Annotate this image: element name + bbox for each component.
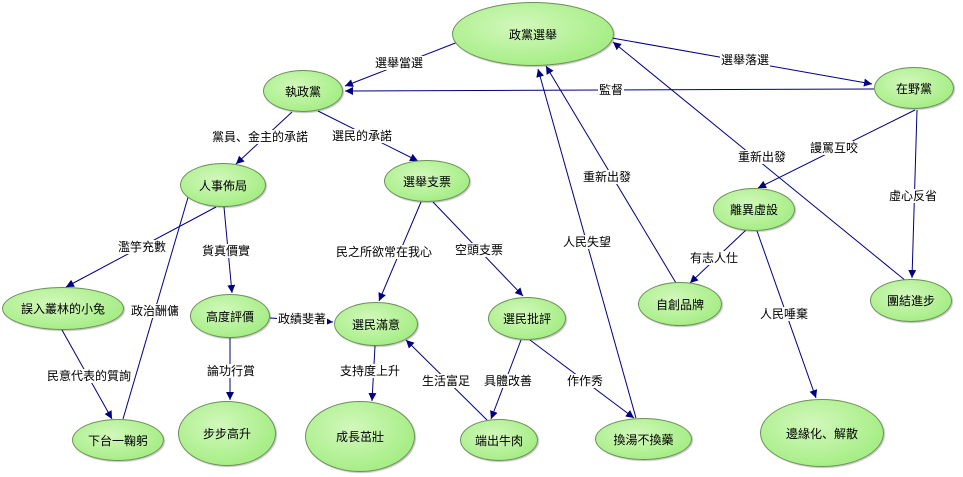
node-growth: 成長茁壯 xyxy=(305,401,415,472)
edge-label-praise-to-promoted: 論功行賞 xyxy=(205,364,257,378)
edge-label-unity-to-election: 重新出發 xyxy=(736,150,788,164)
node-opposition-party: 在野黨 xyxy=(874,67,954,109)
node-split: 離異虛設 xyxy=(713,188,795,231)
node-personnel: 人事佈局 xyxy=(180,163,266,207)
edge-label-opposition-to-unity: 虛心反省 xyxy=(887,189,939,203)
edge-label-satisfied-to-growth: 支持度上升 xyxy=(338,364,402,378)
edge-label-ruling-to-promises: 選民的承諾 xyxy=(330,129,394,143)
edge-label-opposition-to-ruling: 監督 xyxy=(597,83,625,97)
edge-line-stepdown-to-personnel xyxy=(122,176,196,420)
edge-label-rabbit-to-stepdown: 民意代表的質詢 xyxy=(45,369,133,383)
node-voters-criticize: 選民批評 xyxy=(488,297,566,340)
node-marginalized: 邊緣化、解散 xyxy=(760,399,884,467)
edge-label-ruling-to-personnel: 黨員、金主的承諾 xyxy=(210,130,310,144)
node-party-election: 政黨選舉 xyxy=(452,2,614,66)
node-high-praise: 高度評價 xyxy=(190,294,270,338)
edge-label-criticize-to-sameold: 作作秀 xyxy=(565,374,605,388)
edge-label-sameold-to-election: 人民失望 xyxy=(561,235,613,249)
edge-label-election-to-opposition: 選舉落選 xyxy=(719,53,771,67)
edge-label-election-to-ruling: 選舉當選 xyxy=(373,56,425,70)
edge-label-criticize-to-deliver: 具體改善 xyxy=(482,374,534,388)
edge-label-split-to-brand: 有志人仕 xyxy=(688,251,740,265)
node-step-down: 下台一鞠躬 xyxy=(72,419,164,461)
edge-label-stepdown-to-personnel: 政治酬傭 xyxy=(129,304,181,318)
edge-label-personnel-to-praise: 貨真價實 xyxy=(200,244,252,258)
edge-label-brand-to-election: 重新出發 xyxy=(581,170,633,184)
node-own-brand: 自創品牌 xyxy=(638,282,722,326)
edge-label-deliver-to-satisfied: 生活富足 xyxy=(420,374,472,388)
node-voters-satisfied: 選民滿意 xyxy=(334,302,418,346)
node-deliver: 端出牛肉 xyxy=(460,419,538,461)
edge-label-personnel-to-rabbit: 濫竽充數 xyxy=(116,240,168,254)
edge-label-praise-to-satisfied: 政績斐著 xyxy=(276,312,328,326)
edge-label-split-to-marginalized: 人民唾棄 xyxy=(758,307,810,321)
node-lost-rabbit: 誤入叢林的小兔 xyxy=(2,287,124,330)
edge-label-promises-to-satisfied: 民之所欲常在我心 xyxy=(334,245,434,259)
node-same-old: 換湯不換藥 xyxy=(595,418,692,460)
edge-label-promises-to-criticize: 空頭支票 xyxy=(453,243,505,257)
node-campaign-promises: 選舉支票 xyxy=(384,160,470,202)
node-ruling-party: 執政黨 xyxy=(263,70,343,112)
node-promoted: 步步高升 xyxy=(178,401,276,466)
edge-label-opposition-to-split: 謾罵互咬 xyxy=(808,141,860,155)
node-unity: 團結進步 xyxy=(870,279,952,322)
